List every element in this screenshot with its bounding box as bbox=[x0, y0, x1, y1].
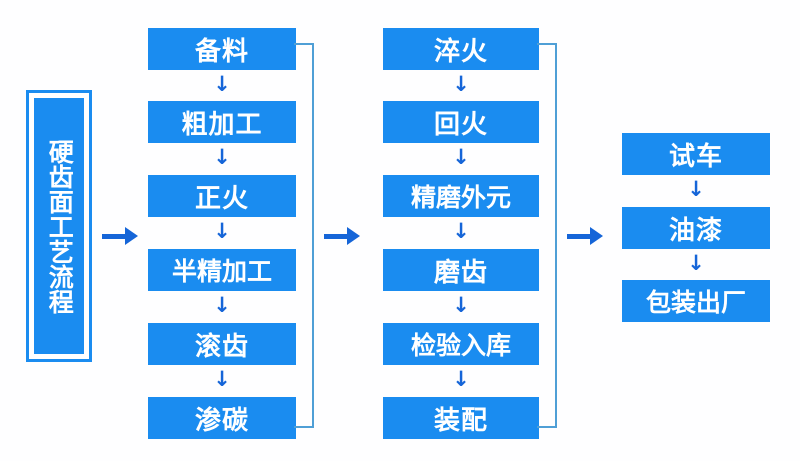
process-title-plaque: 硬齿面工艺流程 bbox=[26, 90, 92, 362]
process-box-zhenghuo[interactable]: 正火 bbox=[148, 175, 296, 217]
process-box-zhuangpei[interactable]: 装配 bbox=[383, 397, 539, 439]
connector-arrow-title-to-stage1 bbox=[102, 225, 138, 247]
process-box-cujiagong[interactable]: 粗加工 bbox=[148, 101, 296, 143]
down-arrow-icon: ↓ bbox=[213, 293, 231, 317]
down-arrow-icon: ↓ bbox=[213, 72, 231, 96]
process-title-text: 硬齿面工艺流程 bbox=[45, 138, 75, 314]
process-box-gunchi[interactable]: 滚齿 bbox=[148, 323, 296, 365]
process-box-jingmowaiyuan[interactable]: 精磨外元 bbox=[383, 175, 539, 217]
down-arrow-icon: ↓ bbox=[452, 145, 470, 169]
arrow-shaft bbox=[567, 233, 590, 239]
arrow-head bbox=[590, 227, 603, 245]
down-arrow-icon: ↓ bbox=[452, 367, 470, 391]
arrow-shaft bbox=[102, 233, 125, 239]
arrow-head bbox=[125, 227, 138, 245]
connector-arrow-stage1-to-stage2 bbox=[324, 225, 360, 247]
arrow-shaft bbox=[324, 233, 347, 239]
stage-1-bracket-connector bbox=[294, 43, 314, 428]
process-box-mochi[interactable]: 磨齿 bbox=[383, 249, 539, 291]
process-box-shentan[interactable]: 渗碳 bbox=[148, 397, 296, 439]
down-arrow-icon: ↓ bbox=[687, 177, 705, 201]
down-arrow-icon: ↓ bbox=[452, 72, 470, 96]
down-arrow-icon: ↓ bbox=[213, 219, 231, 243]
down-arrow-icon: ↓ bbox=[452, 293, 470, 317]
process-box-beiliao[interactable]: 备料 bbox=[148, 28, 296, 70]
down-arrow-icon: ↓ bbox=[687, 251, 705, 275]
process-box-baozhuangchuchang[interactable]: 包装出厂 bbox=[622, 280, 770, 322]
process-title-plaque-inner: 硬齿面工艺流程 bbox=[32, 96, 86, 356]
down-arrow-icon: ↓ bbox=[213, 145, 231, 169]
process-box-cuihuo[interactable]: 淬火 bbox=[383, 28, 539, 70]
down-arrow-icon: ↓ bbox=[452, 219, 470, 243]
stage-2-bracket-connector bbox=[537, 43, 557, 428]
arrow-head bbox=[347, 227, 360, 245]
process-box-huihuo[interactable]: 回火 bbox=[383, 101, 539, 143]
process-box-youqi[interactable]: 油漆 bbox=[622, 207, 770, 249]
process-box-shiche[interactable]: 试车 bbox=[622, 133, 770, 175]
process-box-banjingjiagong[interactable]: 半精加工 bbox=[148, 249, 296, 291]
down-arrow-icon: ↓ bbox=[213, 367, 231, 391]
process-box-jianyanruku[interactable]: 检验入库 bbox=[383, 323, 539, 365]
connector-arrow-stage2-to-stage3 bbox=[567, 225, 603, 247]
